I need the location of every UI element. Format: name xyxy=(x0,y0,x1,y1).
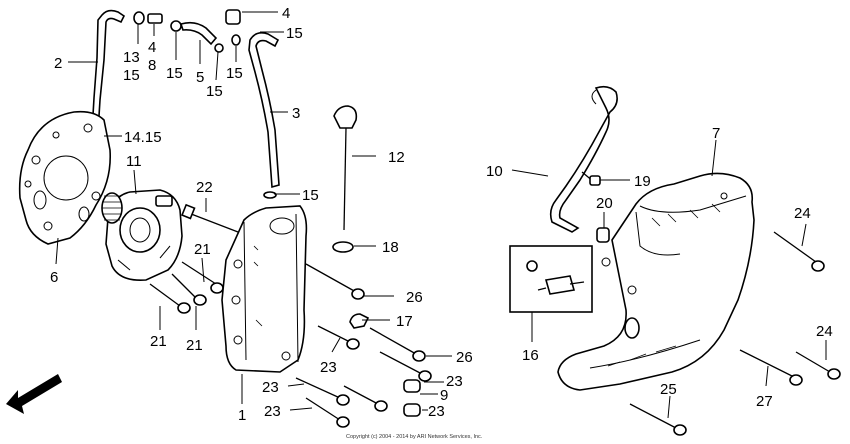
clamp-15-top xyxy=(170,20,182,32)
clip-17 xyxy=(349,313,370,329)
bolt-21-lower xyxy=(149,283,191,314)
callout-24-a: 24 xyxy=(794,205,811,222)
callout-6: 6 xyxy=(50,269,58,286)
hose-5 xyxy=(179,21,218,46)
clamp-15-a xyxy=(214,43,224,53)
inset-16 xyxy=(509,245,593,313)
callout-22: 22 xyxy=(196,179,213,196)
callout-23-a: 23 xyxy=(320,359,337,376)
callout-21-a: 21 xyxy=(194,241,211,258)
callout-15-f: 15 xyxy=(302,187,319,204)
case-cover-1 xyxy=(221,205,308,373)
bolt-23-d xyxy=(343,385,388,412)
pump-gear xyxy=(101,192,123,224)
dowel-9 xyxy=(403,379,421,393)
fwd-label: FWD xyxy=(22,384,47,405)
callout-5: 5 xyxy=(196,69,204,86)
callout-11: 11 xyxy=(126,153,142,170)
bolt-22 xyxy=(181,203,239,233)
bolt-23-a xyxy=(317,325,360,350)
copyright-text: Copyright (c) 2004 - 2014 by ARI Network… xyxy=(346,434,483,440)
callout-15-a: 15 xyxy=(123,67,140,84)
callout-3: 3 xyxy=(292,105,300,122)
bolt-23-e xyxy=(305,397,350,428)
callout-15-c: 15 xyxy=(206,83,223,100)
o-ring-18 xyxy=(332,241,354,253)
callout-4-a: 4 xyxy=(148,39,156,56)
callout-numbers: 2 13 15 4 8 15 5 15 15 4 15 3 14.15 11 6… xyxy=(50,5,833,424)
callout-21-b: 21 xyxy=(186,337,203,354)
callout-23-d: 23 xyxy=(428,403,445,420)
callout-23-c: 23 xyxy=(262,379,279,396)
gasket-6 xyxy=(18,110,112,245)
dowel-20 xyxy=(596,227,610,243)
dipstick-12 xyxy=(333,105,358,231)
bolt-24-upper xyxy=(773,231,825,272)
clamp-15-b xyxy=(231,34,241,46)
callout-17: 17 xyxy=(396,313,413,330)
callout-12: 12 xyxy=(388,149,405,166)
fwd-arrow: FWD xyxy=(6,374,62,414)
callout-9: 9 xyxy=(440,387,448,404)
clamp-15-mid xyxy=(263,191,277,199)
bolt-23-c xyxy=(295,377,350,406)
leader-lines xyxy=(55,11,827,419)
gasket-10 xyxy=(549,85,618,233)
bolt-21-mid xyxy=(171,273,207,306)
dowel-23 xyxy=(403,403,421,417)
bolt-23-b xyxy=(379,351,432,382)
callout-23-b: 23 xyxy=(446,373,463,390)
fitting-4a xyxy=(147,13,163,24)
callout-4-b: 4 xyxy=(282,5,290,22)
callout-8: 8 xyxy=(148,57,156,74)
callout-15-e: 15 xyxy=(286,25,303,42)
water-pump-11 xyxy=(101,189,183,282)
callout-10: 10 xyxy=(486,163,503,180)
callout-27: 27 xyxy=(756,393,773,410)
bolt-26-lower xyxy=(369,327,426,362)
callout-15-b: 15 xyxy=(166,65,183,82)
callout-26-a: 26 xyxy=(406,289,423,306)
bolt-24-lower xyxy=(795,351,841,380)
callout-26-b: 26 xyxy=(456,349,473,366)
case-cover-7 xyxy=(557,172,755,391)
fitting-4b xyxy=(225,9,241,25)
callout-24-b: 24 xyxy=(816,323,833,340)
callout-13: 13 xyxy=(123,49,140,66)
clamp-13 xyxy=(133,11,145,25)
bolt-19 xyxy=(581,171,601,186)
callout-25: 25 xyxy=(660,381,677,398)
callout-20: 20 xyxy=(596,195,613,212)
callout-16: 16 xyxy=(522,347,539,364)
callout-19: 19 xyxy=(634,173,651,190)
callout-7: 7 xyxy=(712,125,720,142)
hose-2 xyxy=(91,9,126,133)
bolt-21-upper xyxy=(181,261,224,294)
callout-14-15: 14.15 xyxy=(124,129,162,146)
bolt-25 xyxy=(629,403,687,436)
hose-3 xyxy=(248,32,280,189)
callout-1: 1 xyxy=(238,407,246,424)
callout-23-e: 23 xyxy=(264,403,281,420)
callout-2: 2 xyxy=(54,55,62,72)
bolt-26-upper xyxy=(305,263,365,300)
bolt-27 xyxy=(739,349,803,386)
callout-18: 18 xyxy=(382,239,399,256)
callout-21-c: 21 xyxy=(150,333,167,350)
callout-15-d: 15 xyxy=(226,65,243,82)
